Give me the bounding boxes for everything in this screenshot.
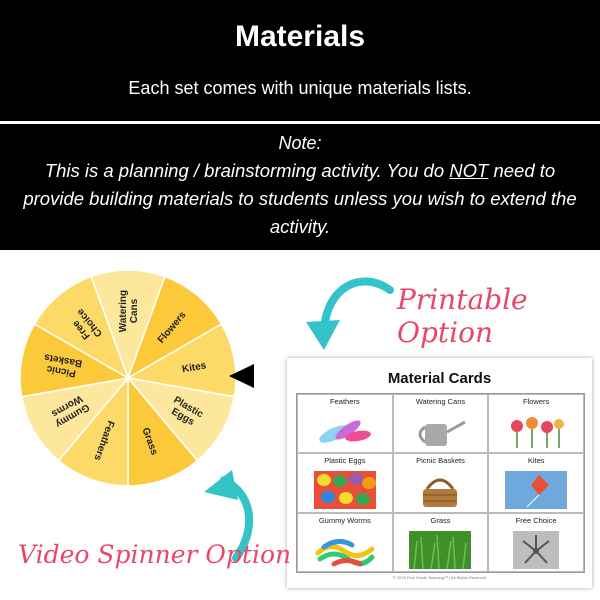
- wheel-segment: [126, 275, 223, 380]
- note-label: Note:: [278, 133, 322, 153]
- plastic-eggs-icon: [313, 471, 376, 510]
- card-label: Free Choice: [515, 515, 557, 525]
- curved-arrow-icon: [306, 277, 394, 350]
- material-cards-grid: Feathers Watering Cans Flowers: [296, 393, 585, 573]
- card-label: Feathers: [330, 397, 360, 406]
- flowers-icon: [511, 417, 565, 448]
- card-label: Kites: [527, 456, 545, 466]
- card-flowers: Flowers: [488, 394, 584, 454]
- video-spinner-option-label: Video Spinner Option: [18, 540, 292, 569]
- divider: [0, 121, 600, 124]
- card-label: Grass: [430, 515, 451, 525]
- note-text-before: This is a planning / brainstorming activ…: [44, 160, 450, 181]
- wheel-label: WateringCans: [118, 290, 140, 332]
- grass-icon: [409, 530, 472, 569]
- wheel-segment: [33, 275, 130, 380]
- watering-can-icon: [419, 420, 467, 446]
- note-text: This is a planning / brainstorming activ…: [12, 157, 588, 241]
- wheel-label: Kites: [181, 360, 207, 375]
- wheel-segment: [126, 376, 236, 462]
- wheel-segment: [57, 375, 129, 487]
- wheel-segment: [90, 269, 166, 381]
- material-cards-title: Material Cards: [387, 370, 492, 387]
- note-text-emphasis: NOT: [449, 160, 489, 181]
- card-label: Flowers: [523, 397, 550, 406]
- card-label: Plastic Eggs: [324, 456, 366, 466]
- card-grass: Grass: [392, 512, 489, 572]
- wheel-segment: [20, 376, 130, 462]
- card-feathers: Feathers: [297, 394, 393, 454]
- material-cards-sheet: Material Cards Feathers Watering Cans Fl…: [287, 358, 592, 588]
- printable-option-label: Printable Option: [397, 283, 528, 349]
- wheel-segment: [125, 322, 237, 398]
- curved-arrow-icon: [204, 470, 254, 562]
- header-banner: Materials Each set comes with unique mat…: [0, 0, 600, 250]
- page-subtitle: Each set comes with unique materials lis…: [128, 78, 472, 98]
- wheel-slices: [19, 269, 237, 487]
- card-label: Watering Cans: [415, 397, 466, 406]
- page-title: Materials: [234, 20, 366, 53]
- card-picnic-baskets: Picnic Baskets: [392, 453, 489, 513]
- gummy-worms-icon: [315, 538, 375, 567]
- card-label: Picnic Baskets: [416, 456, 465, 466]
- card-gummy-worms: Gummy Worms: [297, 512, 393, 572]
- card-watering-cans: Watering Cans: [392, 394, 489, 454]
- card-plastic-eggs: Plastic Eggs: [297, 453, 393, 513]
- card-label: Gummy Worms: [318, 515, 371, 525]
- feathers-icon: [319, 420, 371, 443]
- wheel-segment: [19, 322, 131, 398]
- free-choice-icon: [513, 530, 560, 569]
- card-free-choice: Free Choice: [488, 512, 584, 572]
- note-text-after: need to provide building materials to st…: [23, 160, 577, 237]
- picnic-basket-icon: [423, 478, 458, 508]
- pointer-triangle-icon: [229, 364, 254, 388]
- card-kites: Kites: [488, 453, 584, 513]
- copyright-footer: © 2023 First Grade Teaching™ | All Right…: [392, 575, 487, 580]
- wheel-segment: [127, 375, 199, 487]
- kite-icon: [505, 471, 568, 510]
